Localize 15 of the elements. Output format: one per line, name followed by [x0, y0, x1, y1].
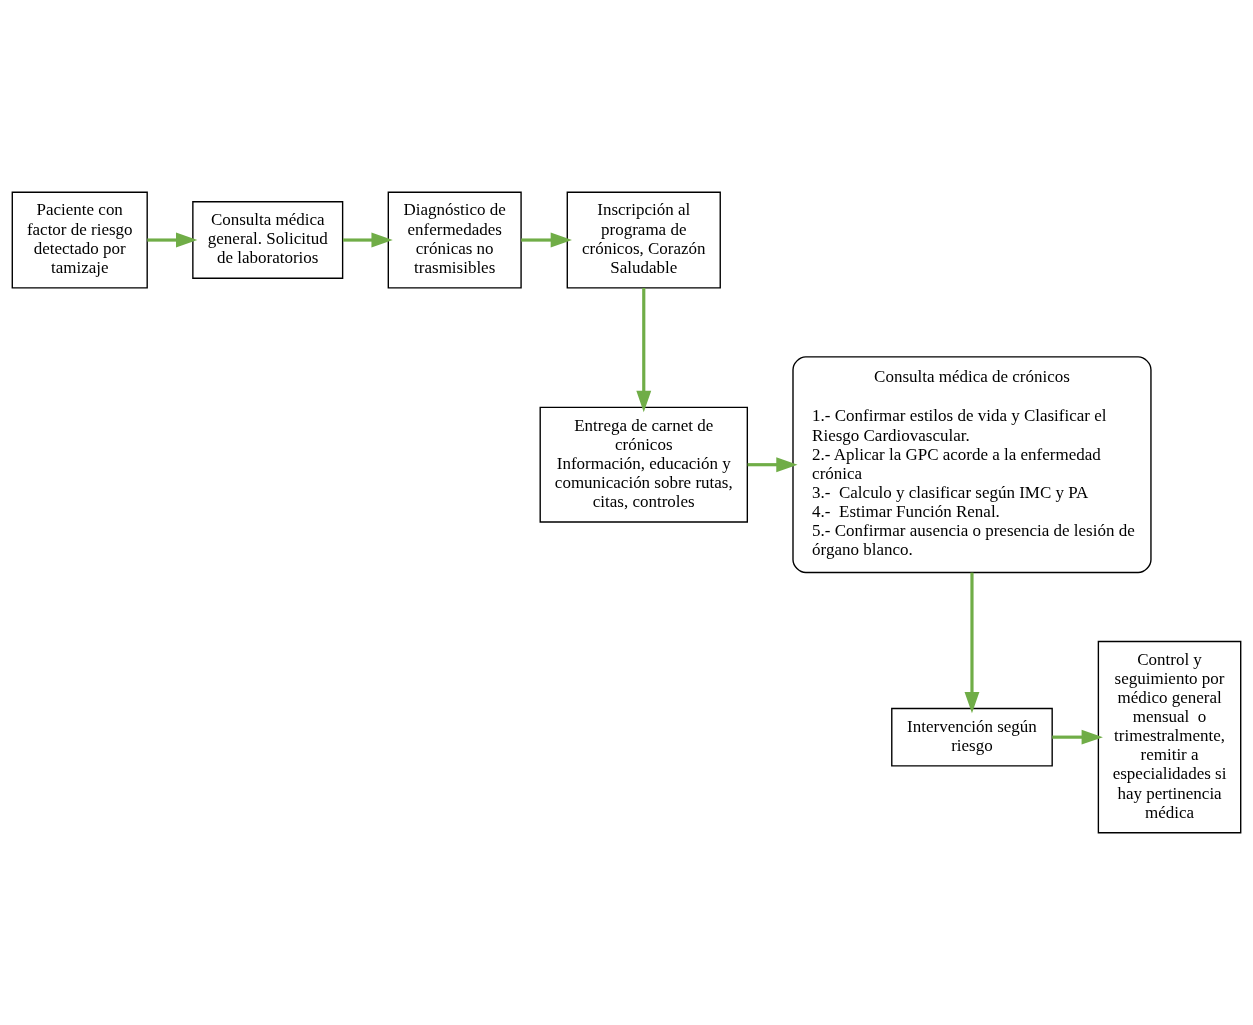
node-box: Diagnóstico de enfermedades crónicas no trasmisibles	[387, 191, 522, 289]
node-box: Consulta médica de crónicos 1.- Confirmar estilos de vida y Clasificar el Riesgo Cardiovascular. 2.- Aplicar la GPC acorde a la enfermedad crónica 3.- Calculo y clasificar según IMC y PA 4.- Estimar Función Renal. 5.- Confirmar ausencia o presencia de lesión de órgano blanco.	[792, 356, 1152, 574]
node-box: Paciente con factor de riesgo detectado por tamizaje	[11, 191, 148, 289]
node-box: Intervención según riesgo	[891, 707, 1053, 767]
arrow	[147, 232, 198, 248]
arrow	[521, 232, 572, 248]
arrow	[342, 232, 393, 248]
node-box: Entrega de carnet de crónicos Información, educación y comunicación sobre rutas, citas, controles	[539, 406, 748, 523]
arrow	[964, 572, 980, 714]
arrow	[1052, 729, 1103, 745]
node-box: Control y seguimiento por médico general mensual o trimestralmente, remitir a especialidades si hay pertinencia médica	[1097, 640, 1242, 834]
arrow	[747, 457, 798, 473]
node-box: Inscripción al programa de crónicos, Corazón Saludable	[566, 191, 721, 289]
arrow	[636, 288, 652, 413]
node-box: Consulta médica general. Solicitud de laboratorios	[192, 201, 344, 279]
